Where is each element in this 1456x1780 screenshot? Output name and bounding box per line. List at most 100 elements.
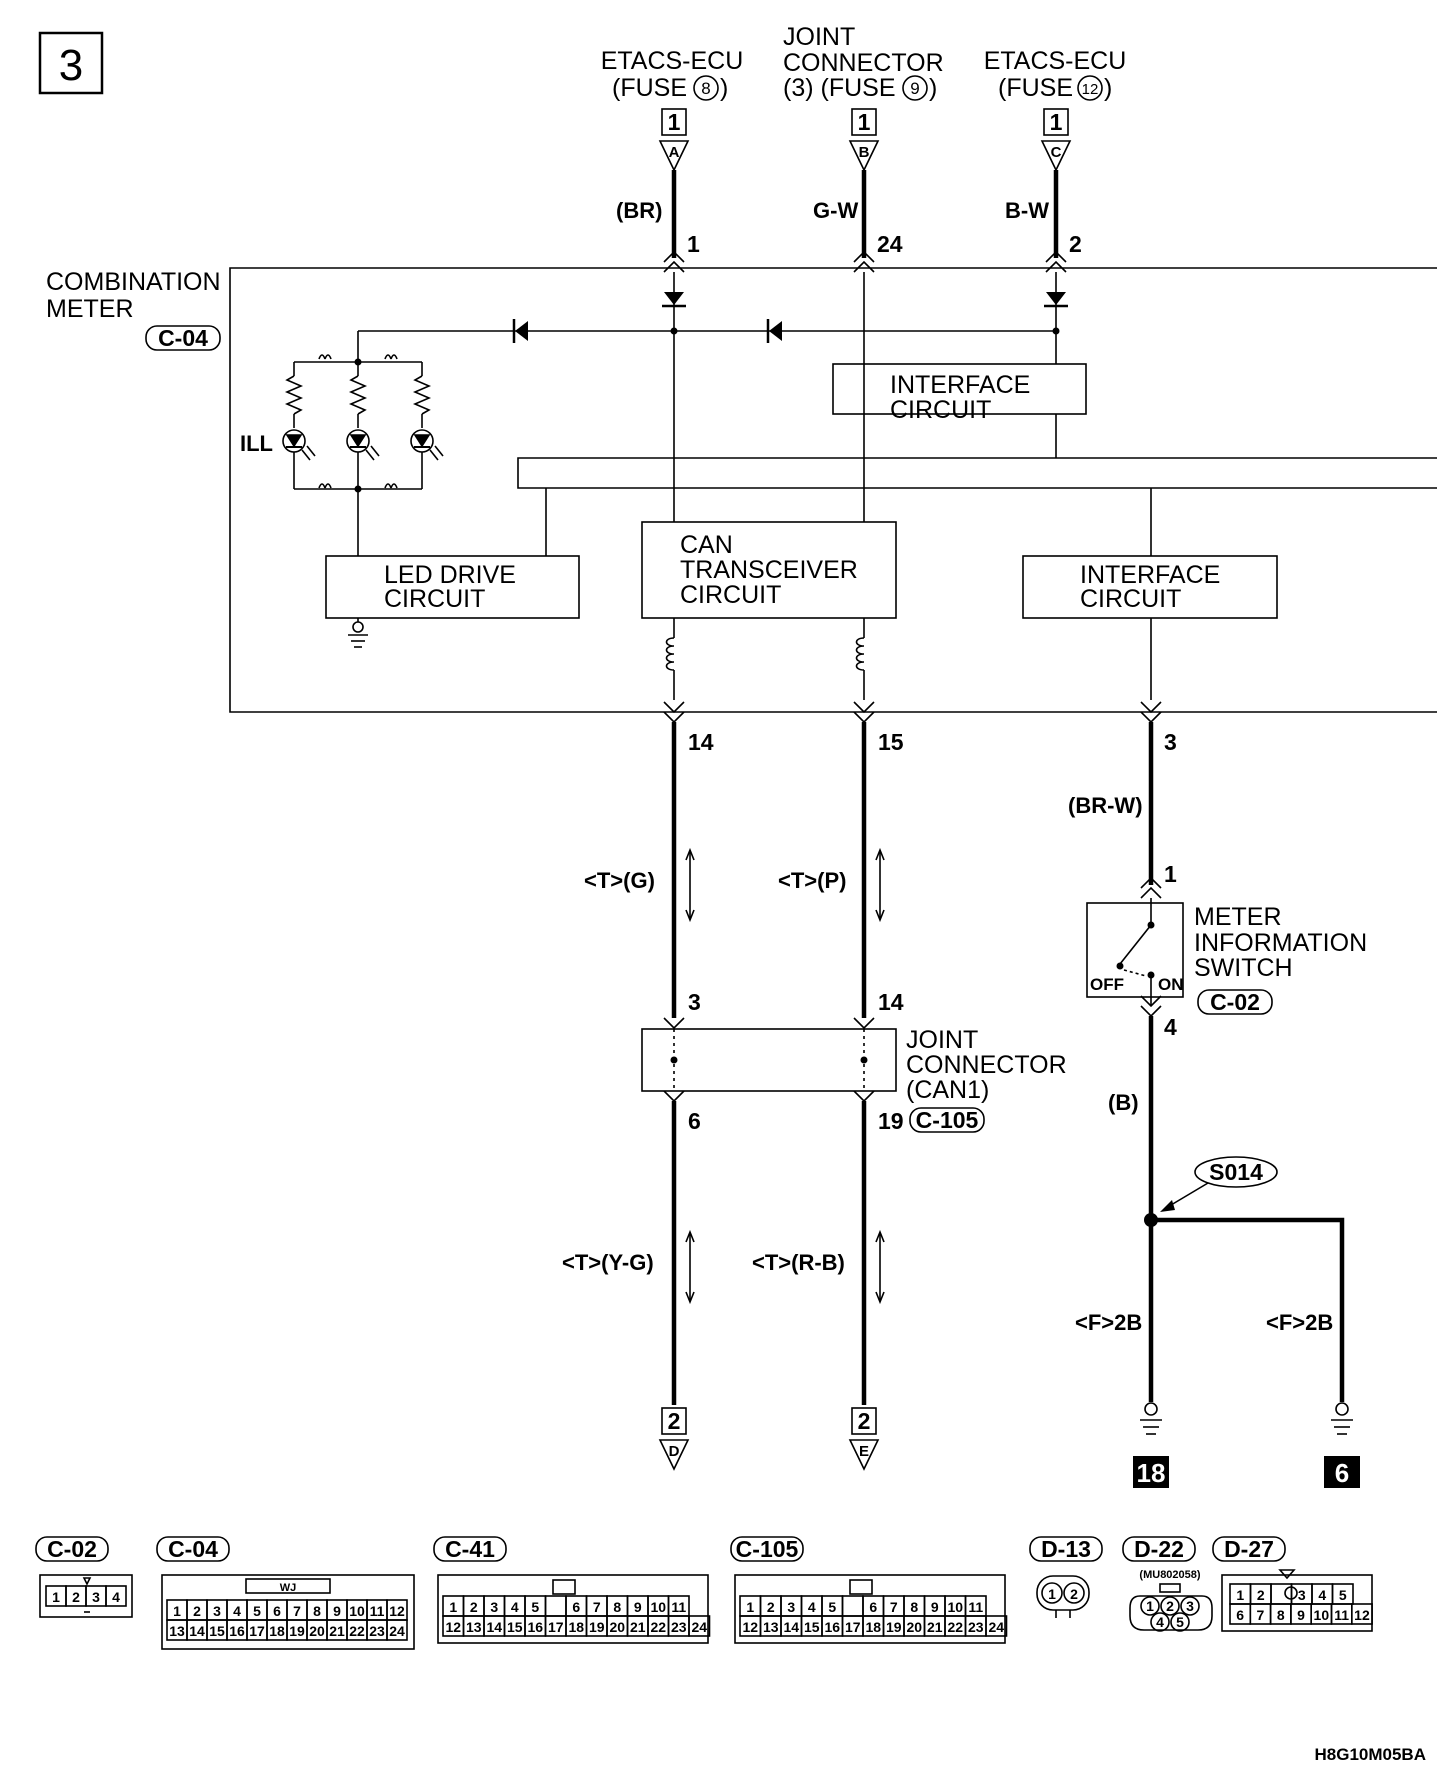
svg-text:22: 22 xyxy=(947,1619,963,1635)
svg-text:4: 4 xyxy=(233,1603,241,1619)
svg-text:8: 8 xyxy=(701,79,710,98)
svg-text:C-04: C-04 xyxy=(158,325,208,351)
svg-text:<T>(R-B): <T>(R-B) xyxy=(752,1250,845,1275)
diode-pin2 xyxy=(1044,292,1068,308)
svg-text:20: 20 xyxy=(309,1623,325,1639)
svg-text:INTERFACE: INTERFACE xyxy=(1080,561,1220,589)
svg-text:5: 5 xyxy=(828,1599,836,1615)
meter-information-switch-label: METER INFORMATION SWITCH C-02 xyxy=(1194,903,1367,1015)
svg-text:COMBINATION: COMBINATION xyxy=(46,268,221,296)
svg-text:5: 5 xyxy=(253,1603,261,1619)
svg-text:1: 1 xyxy=(52,1589,60,1605)
svg-text:16: 16 xyxy=(229,1623,245,1639)
svg-text:21: 21 xyxy=(329,1623,345,1639)
svg-text:CIRCUIT: CIRCUIT xyxy=(384,585,485,613)
svg-text:1: 1 xyxy=(1164,861,1177,887)
svg-text:14: 14 xyxy=(783,1619,799,1635)
svg-text:11: 11 xyxy=(1334,1607,1349,1623)
connector-tag-d-22: D-22 xyxy=(1122,1536,1196,1562)
svg-text:<T>(G): <T>(G) xyxy=(584,868,655,893)
svg-text:19: 19 xyxy=(589,1619,605,1635)
svg-text:SWITCH: SWITCH xyxy=(1194,954,1293,982)
ground-point-6: 6 xyxy=(1324,1456,1360,1488)
coil-can-h xyxy=(665,637,675,671)
svg-text:4: 4 xyxy=(1318,1587,1326,1603)
svg-text:INFORMATION: INFORMATION xyxy=(1194,929,1367,957)
svg-text:C: C xyxy=(1051,144,1062,161)
svg-text:WJ: WJ xyxy=(280,1582,297,1594)
svg-text:9: 9 xyxy=(634,1599,642,1615)
svg-text:6: 6 xyxy=(273,1603,281,1619)
svg-text:E: E xyxy=(859,1443,869,1460)
pin-2: 2 xyxy=(1069,231,1082,257)
led-branch-1 xyxy=(282,362,316,489)
svg-text:3: 3 xyxy=(787,1599,795,1615)
svg-text:(B): (B) xyxy=(1108,1090,1139,1115)
svg-text:14: 14 xyxy=(486,1619,502,1635)
twisted-pair-arrows-upper xyxy=(685,847,885,923)
svg-text:D-13: D-13 xyxy=(1041,1536,1091,1562)
ground-symbol-left xyxy=(1140,1402,1162,1435)
output-ref-e: 2 E xyxy=(848,1407,880,1471)
svg-text:2: 2 xyxy=(72,1589,80,1605)
fuse-number-circle xyxy=(902,75,928,101)
svg-text:1: 1 xyxy=(668,109,681,135)
svg-text:LED DRIVE: LED DRIVE xyxy=(384,561,516,589)
svg-text:18: 18 xyxy=(865,1619,881,1635)
svg-text:17: 17 xyxy=(845,1619,861,1635)
connector-tag-c-105: C-105 xyxy=(730,1536,804,1562)
svg-text:12: 12 xyxy=(1082,81,1099,98)
splice-s014 xyxy=(1144,1213,1158,1227)
svg-text:14: 14 xyxy=(189,1623,205,1639)
svg-text:3: 3 xyxy=(213,1603,221,1619)
joint-connector-can1 xyxy=(641,1028,897,1092)
svg-text:C-04: C-04 xyxy=(168,1536,218,1562)
svg-text:S014: S014 xyxy=(1209,1159,1263,1185)
svg-text:B: B xyxy=(859,144,870,161)
svg-text:(FUSE: (FUSE xyxy=(612,74,687,102)
svg-text:4: 4 xyxy=(511,1599,519,1615)
svg-text:CONNECTOR: CONNECTOR xyxy=(906,1051,1067,1079)
svg-text:21: 21 xyxy=(630,1619,646,1635)
svg-text:12: 12 xyxy=(445,1619,461,1635)
svg-text:18: 18 xyxy=(568,1619,584,1635)
svg-text:D-27: D-27 xyxy=(1224,1536,1274,1562)
svg-text:24: 24 xyxy=(988,1619,1004,1635)
wire-break-mark xyxy=(384,354,398,360)
can-transceiver-circuit xyxy=(641,521,897,619)
svg-text:<F>2B: <F>2B xyxy=(1075,1310,1142,1335)
svg-text:12: 12 xyxy=(389,1603,405,1619)
svg-text:13: 13 xyxy=(169,1623,185,1639)
svg-text:6: 6 xyxy=(572,1599,580,1615)
svg-text:9: 9 xyxy=(1297,1607,1305,1623)
svg-text:14: 14 xyxy=(878,989,904,1015)
svg-text:8: 8 xyxy=(910,1599,918,1615)
svg-text:6: 6 xyxy=(688,1108,701,1134)
svg-text:(CAN1): (CAN1) xyxy=(906,1076,989,1104)
svg-text:10: 10 xyxy=(1314,1607,1330,1623)
svg-text:5: 5 xyxy=(1176,1614,1184,1630)
svg-text:(BR-W): (BR-W) xyxy=(1068,793,1143,818)
led-branch-2 xyxy=(346,362,380,489)
svg-text:ON: ON xyxy=(1158,975,1184,994)
svg-text:OFF: OFF xyxy=(1090,975,1124,994)
svg-text:1: 1 xyxy=(858,109,871,135)
ground-symbol-internal xyxy=(348,618,368,648)
page-number: 3 xyxy=(59,41,83,90)
svg-text:2: 2 xyxy=(668,1408,681,1434)
connector-tag-c-02: C-02 xyxy=(35,1536,109,1562)
svg-text:13: 13 xyxy=(466,1619,482,1635)
svg-text:2: 2 xyxy=(470,1599,478,1615)
svg-text:1: 1 xyxy=(1146,1598,1154,1614)
svg-text:19: 19 xyxy=(289,1623,305,1639)
svg-text:JOINT: JOINT xyxy=(783,23,855,51)
svg-text:4: 4 xyxy=(1164,1014,1177,1040)
svg-text:9: 9 xyxy=(910,79,919,98)
svg-text:7: 7 xyxy=(1257,1607,1265,1623)
